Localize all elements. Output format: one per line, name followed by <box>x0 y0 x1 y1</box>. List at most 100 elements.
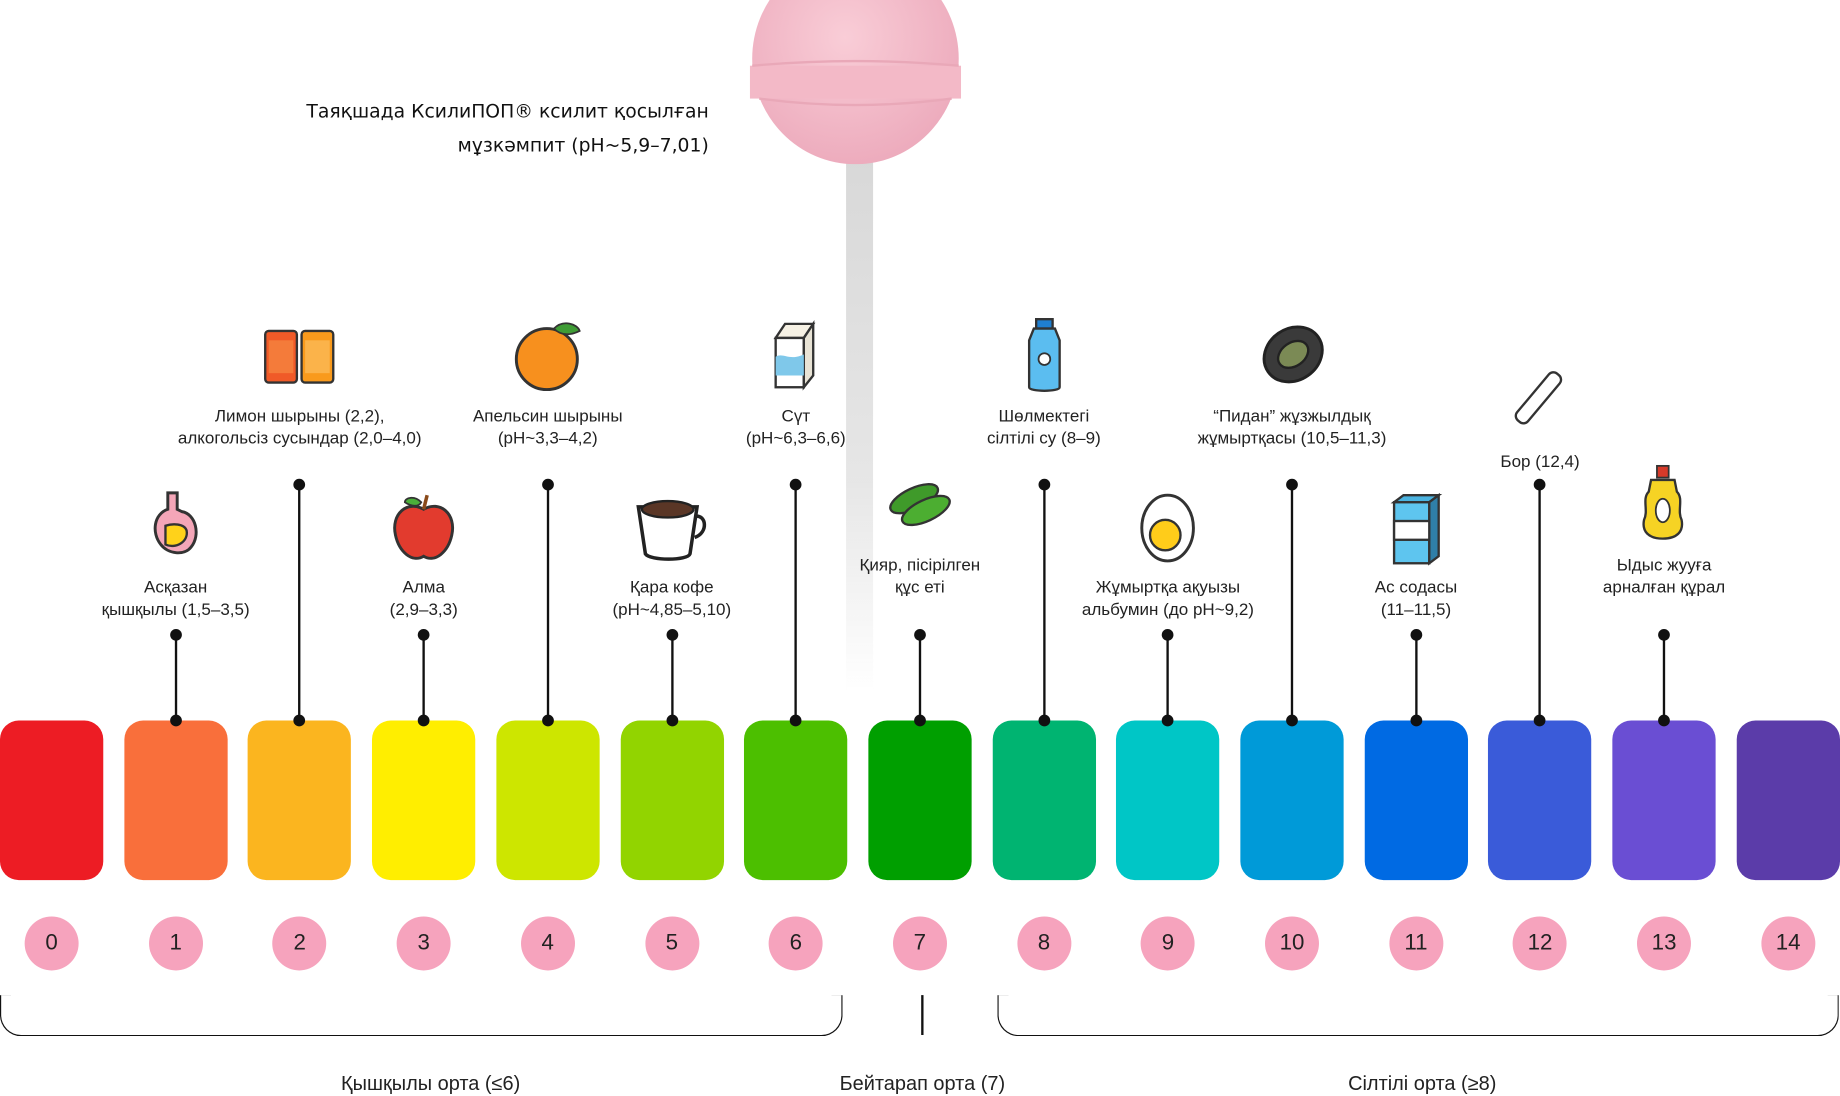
connector-dot <box>1534 714 1546 727</box>
milk-carton-icon <box>773 320 816 391</box>
ph-number-6: 6 <box>768 916 823 971</box>
connector-dot <box>1286 714 1298 727</box>
example-label-line: Қара кофе <box>630 578 714 598</box>
example-label: Алма(2,9–3,3) <box>283 577 565 622</box>
example-label: Бор (12,4) <box>1399 452 1681 474</box>
connector-line <box>670 634 673 721</box>
connector-line <box>1538 484 1542 721</box>
connector-line <box>1166 634 1170 721</box>
connector-dot <box>914 628 926 641</box>
connector-dot <box>665 714 678 727</box>
example-label-line: (pH~4,85–5,10) <box>612 600 732 620</box>
ph-number-1: 1 <box>148 916 203 971</box>
example-label: Қара кофе(pH~4,85–5,10) <box>531 577 813 622</box>
connector-dot <box>1658 628 1670 641</box>
baking-soda-box-icon <box>1390 492 1442 566</box>
lollipop-stick <box>846 152 874 693</box>
ph-bar-1 <box>124 720 228 881</box>
example-label-line: сілтілі су (8–9) <box>987 429 1101 449</box>
example-label-line: Бор (12,4) <box>1500 452 1580 472</box>
connector-dot <box>417 714 430 727</box>
neutral-label: Бейтарап орта (7) <box>839 1072 1006 1095</box>
connector-line <box>1042 484 1046 721</box>
connector-dot <box>1534 478 1546 491</box>
example-label-line: Ыдыс жууға <box>1616 556 1712 576</box>
example-label-line: жұмыртқасы (10,5–11,3) <box>1197 429 1387 449</box>
connector-dot <box>1658 714 1670 727</box>
acidic-label: Қышқылы орта (≤6) <box>341 1072 521 1095</box>
ph-bar-6 <box>744 720 848 881</box>
connector-line <box>422 634 425 721</box>
example-label-line: Асқазан <box>144 578 208 598</box>
ph-bar-10 <box>1240 720 1344 881</box>
neutral-divider <box>921 995 923 1036</box>
connector-line <box>1662 634 1666 721</box>
ph-number-7: 7 <box>892 916 947 971</box>
ph-number-9: 9 <box>1140 916 1195 971</box>
connector-dot <box>169 714 182 727</box>
alkaline-bracket <box>997 995 1839 1037</box>
connector-line <box>174 634 177 721</box>
ph-number-13: 13 <box>1637 916 1692 971</box>
example-label-line: алкогольсіз сусындар (2,0–4,0) <box>177 429 422 449</box>
example-label-line: Жұмыртқа ақуызы <box>1095 578 1241 598</box>
example-label-line: қышқылы (1,5–3,5) <box>101 600 250 620</box>
ph-number-2: 2 <box>272 916 327 971</box>
ph-number-0: 0 <box>24 916 79 971</box>
connector-dot <box>1038 478 1050 491</box>
example-label-line: Сүт <box>781 407 811 426</box>
example-label-line: Лимон шырыны (2,2), <box>214 407 385 426</box>
cucumber-icon <box>889 483 951 527</box>
ph-number-4: 4 <box>520 916 575 971</box>
connector-line <box>918 634 922 721</box>
ph-bar-13 <box>1612 720 1716 881</box>
ph-bar-0 <box>0 720 104 881</box>
connector-dot <box>293 714 306 727</box>
boiled-egg-icon <box>1140 493 1196 563</box>
lollipop-caption-line2: мұзкәмпит (pH~5,9–7,01) <box>457 133 709 157</box>
connector-dot <box>789 478 802 491</box>
connector-dot <box>1038 714 1050 727</box>
connector-dot <box>914 714 926 727</box>
chalk-icon <box>1515 371 1563 425</box>
ph-bar-8 <box>992 720 1096 881</box>
example-label: “Пидан” жұзжылдық жұмыртқасы (10,5–11,3) <box>1151 406 1433 451</box>
alkaline-label: Сілтілі орта (≥8) <box>1348 1072 1497 1095</box>
ph-number-11: 11 <box>1389 916 1444 971</box>
example-label-line: Алма <box>402 578 445 598</box>
lollipop-candy-image <box>749 0 962 165</box>
example-label-line: құс еті <box>895 578 945 598</box>
apple-icon <box>393 494 455 560</box>
lollipop-caption: Таяқшада КсилиПОП® ксилит қосылған мұзкә… <box>306 94 708 162</box>
connector-line <box>1414 634 1418 721</box>
water-bottle-icon <box>1027 318 1061 392</box>
connector-dot <box>293 478 306 491</box>
example-label-line: (2,9–3,3) <box>389 600 458 620</box>
example-label-line: Апельсин шырыны <box>472 407 623 426</box>
connector-dot <box>541 478 554 491</box>
connector-dot <box>417 628 430 641</box>
example-label-line: арналған құрал <box>1602 578 1726 598</box>
connector-dot <box>169 628 182 641</box>
dish-soap-icon <box>1642 464 1684 540</box>
connector-dot <box>541 714 554 727</box>
example-label: Апельсин шырыны(pH~3,3–4,2) <box>407 406 689 451</box>
ph-bar-4 <box>496 720 600 881</box>
example-label-line: “Пидан” жұзжылдық <box>1213 407 1371 426</box>
ph-bar-7 <box>868 720 972 881</box>
coffee-cup-icon <box>635 499 706 561</box>
ph-bar-3 <box>372 720 476 881</box>
connector-dot <box>1162 714 1174 727</box>
example-label-line: альбумин (до pH~9,2) <box>1081 600 1254 620</box>
connector-line <box>546 484 549 721</box>
connector-dot <box>789 714 802 727</box>
example-label: Лимон шырыны (2,2), алкогольсіз сусындар … <box>159 406 441 451</box>
ph-number-14: 14 <box>1761 916 1816 971</box>
ph-number-12: 12 <box>1513 916 1568 971</box>
example-label-line: Қияр, пісірілген <box>859 556 981 576</box>
example-label-line: (pH~6,3–6,6) <box>745 429 846 449</box>
